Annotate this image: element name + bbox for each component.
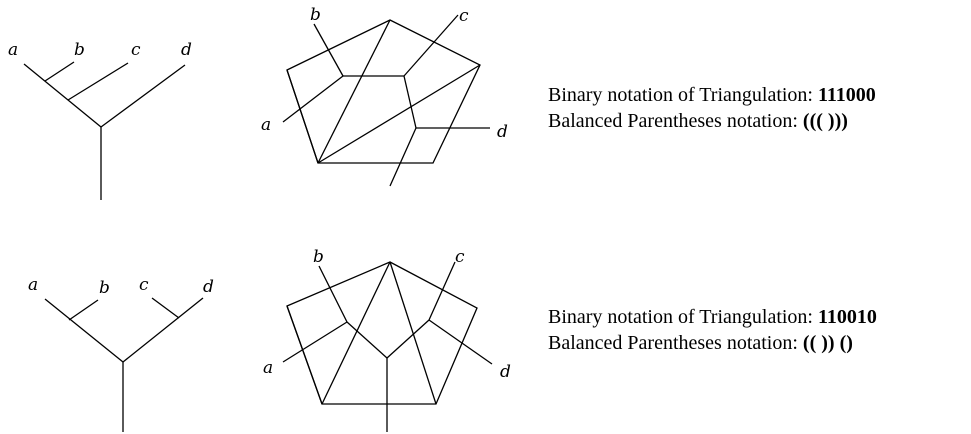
leaf-label-a: a [28, 275, 38, 295]
notation-block-1: Binary notation of Triangulation: 111000… [548, 82, 876, 134]
triangulation-labels-1: a b c d [261, 5, 508, 142]
leaf-label-d: d [497, 122, 508, 142]
leaf-label-d: d [500, 362, 511, 382]
triangulation-labels-2: a b c d [263, 247, 511, 382]
binary-notation-line: Binary notation of Triangulation: 111000 [548, 82, 876, 108]
leaf-label-b: b [313, 247, 324, 267]
triangulation-2 [282, 261, 493, 432]
tree-labels-2: a b c d [28, 275, 214, 298]
leaf-label-d: d [181, 40, 192, 60]
binary-tree-2 [44, 297, 204, 432]
leaf-label-a: a [8, 40, 18, 60]
leaf-label-b: b [74, 40, 85, 60]
leaf-label-c: c [459, 6, 469, 26]
binary-notation-value: 110010 [818, 306, 877, 328]
binary-notation-line: Binary notation of Triangulation: 110010 [548, 304, 877, 330]
leaf-label-c: c [139, 275, 149, 295]
paren-notation-value: (( )) () [802, 332, 853, 354]
leaf-label-c: c [131, 40, 141, 60]
leaf-label-d: d [203, 277, 214, 297]
paren-notation-label: Balanced Parentheses notation: [548, 332, 798, 354]
triangulation-1 [282, 14, 490, 187]
leaf-label-c: c [455, 247, 465, 267]
paren-notation-line: Balanced Parentheses notation: (( )) () [548, 330, 877, 356]
leaf-label-b: b [99, 278, 110, 298]
leaf-label-b: b [310, 5, 321, 25]
binary-notation-label: Binary notation of Triangulation: [548, 306, 813, 328]
leaf-label-a: a [261, 115, 271, 135]
tree-labels-1: a b c d [8, 40, 192, 60]
paren-notation-label: Balanced Parentheses notation: [548, 110, 798, 132]
notation-block-2: Binary notation of Triangulation: 110010… [548, 304, 877, 356]
leaf-label-a: a [263, 358, 273, 378]
binary-notation-value: 111000 [818, 84, 876, 106]
binary-notation-label: Binary notation of Triangulation: [548, 84, 813, 106]
paren-notation-line: Balanced Parentheses notation: ((( ))) [548, 108, 876, 134]
paren-notation-value: ((( ))) [802, 110, 848, 132]
binary-tree-1 [23, 61, 186, 200]
